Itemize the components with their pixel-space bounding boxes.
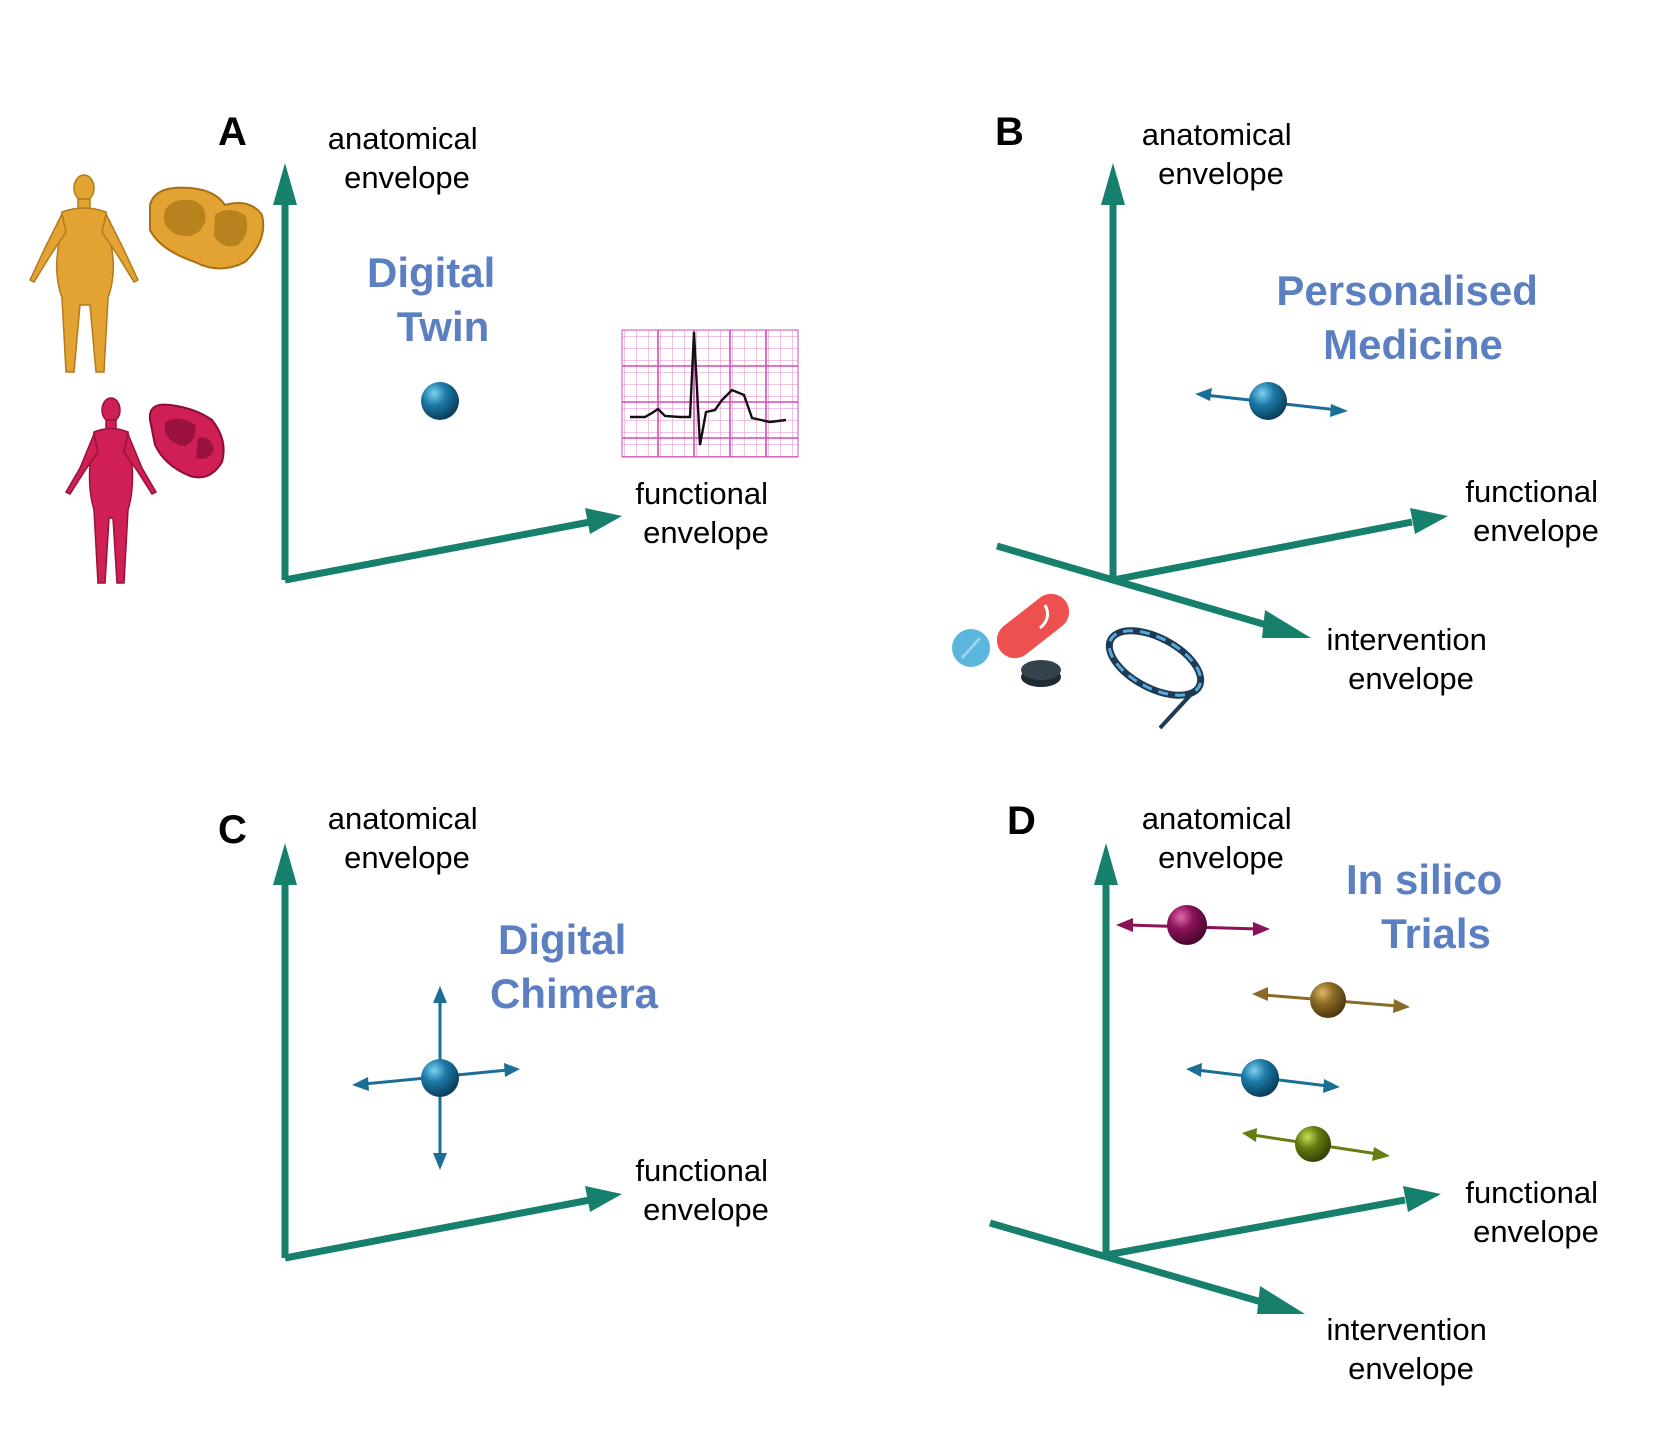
- panel-d-patient-point-purple: [1167, 905, 1207, 945]
- panel-a-anatomical-axis: [273, 163, 297, 580]
- red-capsule-icon: [996, 593, 1070, 659]
- panel-c-anatomical-axis: [273, 843, 297, 1258]
- panel-d-intervention-label: intervention envelope: [1327, 1312, 1496, 1386]
- panel-a-functional-label: functional envelope: [635, 476, 776, 550]
- heart-slice-orange-icon: [149, 186, 265, 270]
- panel-c-concept-title: Digital Chimera: [490, 916, 659, 1017]
- panel-a-anatomical-label: anatomical envelope: [328, 121, 487, 195]
- panel-b-anatomical-axis: [1101, 163, 1125, 580]
- panel-d-anatomical-label: anatomical envelope: [1142, 801, 1301, 875]
- female-body-orange-icon: [29, 174, 139, 373]
- panel-d-functional-label: functional envelope: [1465, 1175, 1606, 1249]
- panel-c: C anatomical envelope functional envelop…: [218, 801, 776, 1262]
- black-tablet-icon: [1021, 660, 1061, 687]
- stent-device-icon: [1105, 627, 1205, 730]
- panel-a-concept-title: Digital Twin: [367, 249, 507, 350]
- panel-b-anatomical-label: anatomical envelope: [1142, 117, 1301, 191]
- panel-b-functional-label: functional envelope: [1465, 474, 1606, 548]
- panel-b-concept-title: Personalised Medicine: [1276, 267, 1549, 368]
- panel-d-letter: D: [1007, 799, 1036, 843]
- panel-d-anatomical-axis: [1094, 843, 1118, 1255]
- panel-b-letter: B: [995, 110, 1024, 154]
- panel-d-functional-axis: [1105, 1186, 1441, 1259]
- panel-b-intervention-axis: [996, 542, 1311, 638]
- panel-b-functional-axis: [1112, 508, 1448, 584]
- heart-slice-red-icon: [148, 403, 225, 479]
- panel-c-letter: C: [218, 808, 247, 852]
- panel-c-functional-axis: [284, 1186, 622, 1262]
- female-body-red-icon: [64, 397, 158, 584]
- panel-c-patient-point: [421, 1059, 459, 1097]
- panel-a-patient-point: [421, 382, 459, 420]
- panel-d-intervention-axis: [989, 1219, 1305, 1314]
- panel-a-letter: A: [218, 110, 247, 154]
- panel-d-concept-title: In silico Trials: [1346, 856, 1514, 957]
- panel-b-intervention-label: intervention envelope: [1327, 622, 1496, 696]
- panel-d-patient-point-brown: [1310, 982, 1346, 1018]
- panel-d: D anatomical envelope functional envelop…: [989, 799, 1606, 1386]
- panel-a: A anatomical envelope functional envelop…: [29, 110, 799, 584]
- blue-pill-icon: [952, 629, 990, 667]
- panel-c-anatomical-label: anatomical envelope: [328, 801, 487, 875]
- panel-d-patient-point-olive: [1295, 1126, 1331, 1162]
- panel-d-patient-point-blue: [1241, 1059, 1279, 1097]
- panel-b: B anatomical envelope functional envelop…: [952, 110, 1606, 730]
- panel-b-patient-point: [1249, 382, 1287, 420]
- panel-c-functional-label: functional envelope: [635, 1153, 776, 1227]
- ecg-trace-icon: [621, 329, 799, 458]
- panel-a-functional-axis: [284, 508, 622, 584]
